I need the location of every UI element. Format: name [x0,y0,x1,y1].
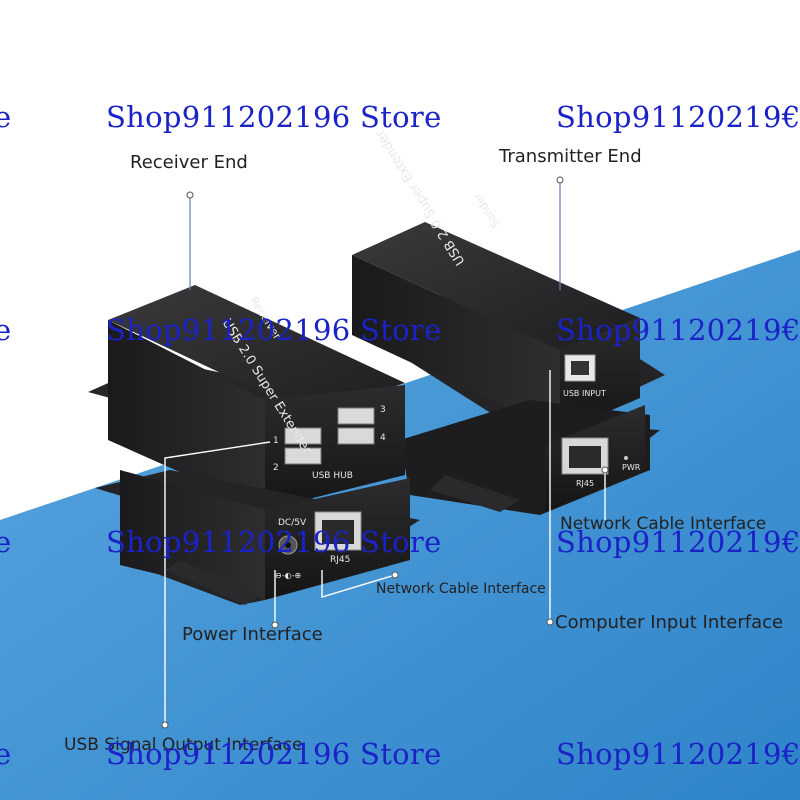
watermark: Shop911202196 Store [106,100,442,134]
watermark-edge: e [0,313,12,347]
sender-upper-unit [352,222,665,438]
receiver-rj45-marking: RJ45 [330,555,350,565]
computer-input-interface-label: Computer Input Interface [555,612,784,633]
polarity-marking: ⊖-◐-⊕ [275,571,301,580]
pwr-marking: PWR [622,463,641,472]
watermark: Shop911202196 Store [106,525,442,559]
receiver-lower-unit [95,470,420,605]
watermark-cut: Shop91120219€ [556,525,800,559]
receiver-upper-unit [88,285,405,510]
sender-lower-unit [400,400,660,515]
dc5v-marking: DC/5V [278,518,307,528]
port-number-1: 1 [273,436,279,446]
watermark-cut: Shop91120219€ [556,313,800,347]
network-cable-interface-label-right: Network Cable Interface [560,514,767,534]
sender-rj45-marking: RJ45 [576,479,594,488]
usb-input-marking: USB INPUT [563,389,606,398]
watermark: Shop911202196 Store [106,313,442,347]
watermark-cut: Shop91120219€ [556,100,800,134]
usb-hub-marking: USB HUB [312,471,353,481]
watermark-edge: e [0,100,12,134]
port-number-3: 3 [380,405,386,415]
watermark-edge: e [0,737,12,771]
usb-signal-output-interface-label: USB Signal Output Interface [64,735,303,755]
network-cable-interface-label-left: Network Cable Interface [376,581,546,597]
port-number-2: 2 [273,463,279,473]
watermark: Shop911202196 Store [106,737,442,771]
watermark-cut: Shop91120219€ [556,737,800,771]
leader-network-left [321,570,396,598]
port-number-4: 4 [380,433,386,443]
leader-usb-output [164,441,271,725]
watermark-edge: e [0,525,12,559]
power-interface-label: Power Interface [182,624,323,645]
sender-role-marking: Sender [471,190,503,230]
receiver-end-label: Receiver End [130,152,248,173]
transmitter-end-label: Transmitter End [499,146,642,167]
